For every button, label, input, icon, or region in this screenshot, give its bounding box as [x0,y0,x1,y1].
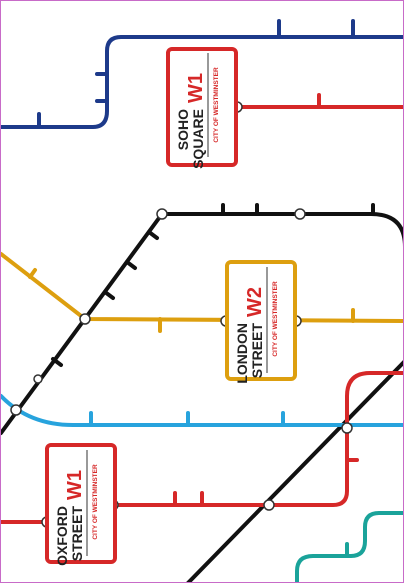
sign-london-line2: STREET [249,323,265,379]
red-line-top [235,93,403,109]
station-black-top[interactable] [294,208,306,220]
black-line [1,203,403,582]
black-tick [103,290,115,300]
station-black-corner[interactable] [156,208,168,220]
sign-soho-line1: SOHO [175,109,191,150]
blue-line [1,394,403,427]
sign-oxford-sub: CITY OF WESTMINSTER [92,464,99,540]
sign-soho-square[interactable]: SOHO SQUARE W1 CITY OF WESTMINSTER [166,47,238,169]
sign-soho-frame [166,47,238,167]
station-orange-black[interactable] [79,313,91,325]
sign-oxford-line1: OXFORD [54,506,70,566]
teal-line [295,511,403,582]
station-blue-black[interactable] [10,404,22,416]
sign-london-street[interactable]: LONDON STREET W2 CITY OF WESTMINSTER [225,260,297,384]
red-line-lower [1,371,403,524]
orange-tick [28,268,37,279]
sign-oxford-line2: STREET [69,506,85,562]
sign-london-frame [225,260,297,381]
black-tick [51,357,63,367]
sign-london-sub: CITY OF WESTMINSTER [272,281,279,357]
orange-line [1,252,403,333]
sign-soho-line2: SQUARE [190,109,206,169]
sign-oxford-frame [45,443,117,564]
black-tick [147,230,159,240]
station-black-lower[interactable] [33,374,43,384]
navy-line [1,19,403,129]
sign-oxford-district: W1 [64,470,86,500]
sign-oxford-street[interactable]: OXFORD STREET W1 CITY OF WESTMINSTER [45,443,117,566]
sign-london-district: W2 [244,287,266,317]
station-red-blue-black[interactable] [341,422,353,434]
black-tick [125,260,137,270]
sign-london-line1: LONDON [234,323,250,384]
sign-soho-district: W1 [185,73,207,103]
black-line-lower [186,360,403,582]
station-red-black[interactable] [263,499,275,511]
sign-soho-sub: CITY OF WESTMINSTER [213,67,220,143]
